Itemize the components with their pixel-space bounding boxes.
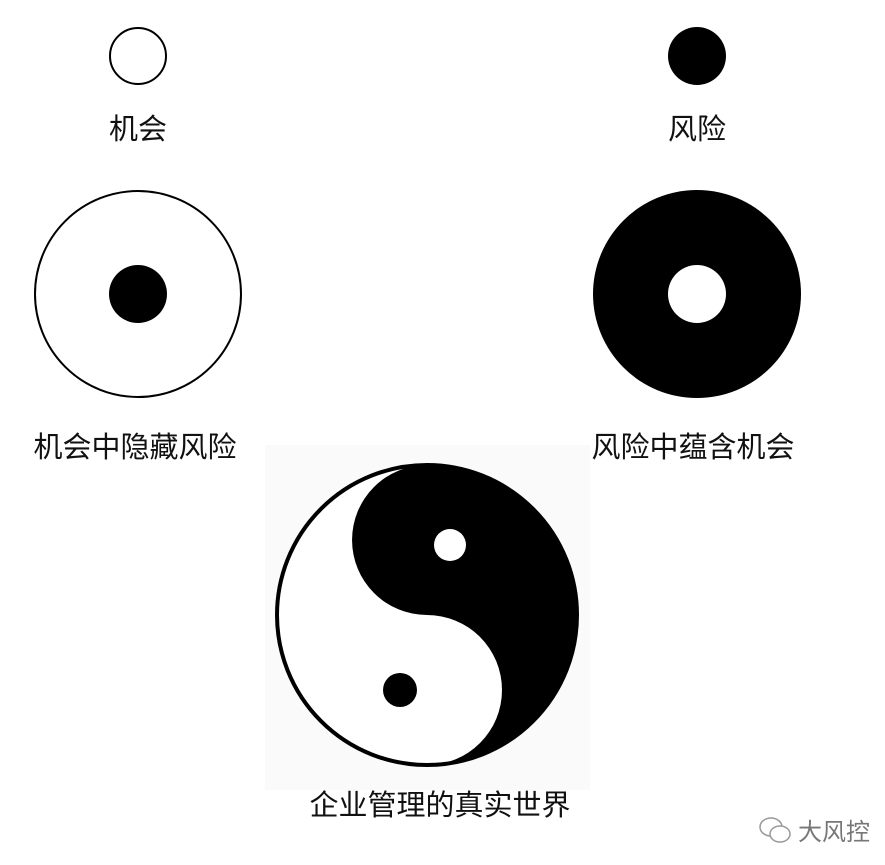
label-opportunity: 机会 xyxy=(108,112,168,146)
risk-circle xyxy=(668,27,726,85)
yin-yang-symbol xyxy=(275,463,579,767)
label-opportunity-hides-risk: 机会中隐藏风险 xyxy=(33,430,237,464)
label-risk-contains-opportunity: 风险中蕴含机会 xyxy=(591,430,795,464)
wechat-icon xyxy=(759,816,791,843)
risk-contains-opportunity-symbol xyxy=(593,190,801,398)
opportunity-circle xyxy=(109,27,167,85)
yang-dot xyxy=(383,673,417,707)
watermark: 大风控 xyxy=(758,812,870,847)
opportunity-hides-risk-symbol xyxy=(34,190,242,398)
label-risk: 风险 xyxy=(667,112,727,146)
label-real-world: 企业管理的真实世界 xyxy=(309,788,571,822)
watermark-text: 大风控 xyxy=(798,818,870,846)
yin-dot xyxy=(434,529,466,561)
